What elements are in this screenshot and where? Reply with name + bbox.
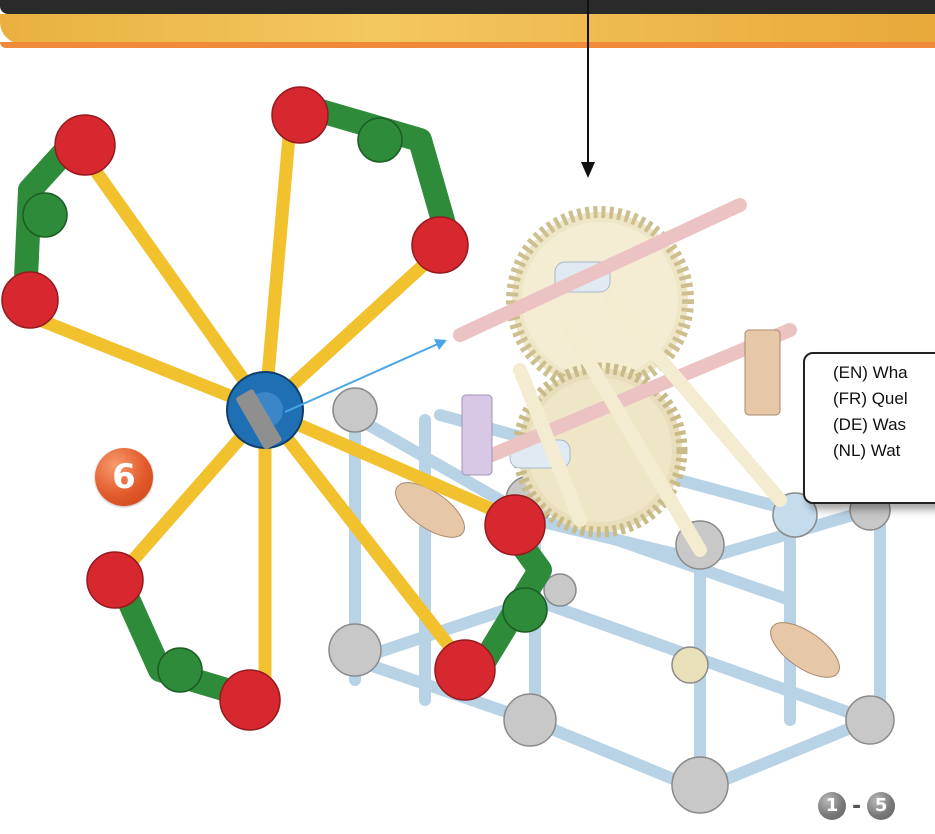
- callout-line-de: (DE) Was: [833, 415, 907, 434]
- callout-line-fr: (FR) Quel: [833, 389, 908, 408]
- step-number-badge: 6: [95, 448, 153, 506]
- callout-line-nl: (NL) Wat: [833, 441, 901, 460]
- banner-orange-edge: [0, 42, 935, 48]
- windmill-hub: [226, 371, 304, 450]
- question-callout: [803, 352, 935, 504]
- step-range: 1 - 5: [818, 789, 896, 823]
- step-range-from: 1: [818, 792, 846, 820]
- header-banner: [0, 0, 935, 48]
- banner-dark-strip: [0, 0, 935, 14]
- banner-gold-strip: [0, 14, 935, 44]
- callout-line-en: (EN) Wha: [833, 363, 908, 382]
- windmill-rods: [33, 118, 512, 697]
- green-connectors: [22, 117, 548, 693]
- pointer-arrow-icon: [284, 339, 447, 413]
- arrow-down-icon: [581, 0, 595, 178]
- step-range-separator: -: [852, 793, 862, 819]
- callout-text: (EN) Wha (FR) Quel (DE) Was (NL) Wat: [833, 360, 908, 464]
- axles: [395, 198, 840, 678]
- red-connectors: [1, 86, 546, 731]
- step-range-to: 5: [867, 792, 896, 820]
